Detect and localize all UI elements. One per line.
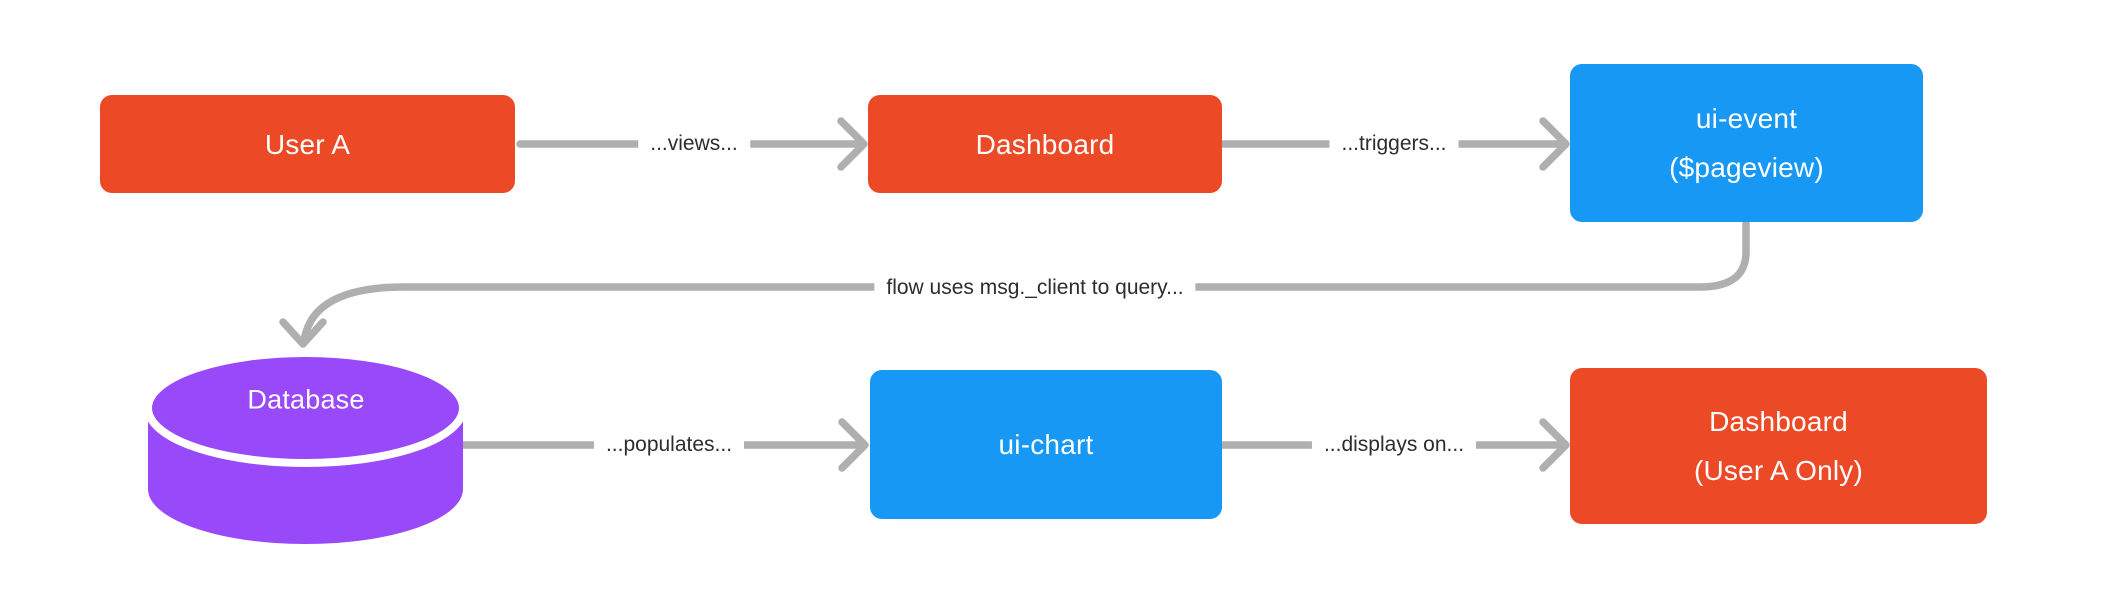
node-ui-event-label-line1: ui-event: [1695, 103, 1798, 134]
arrowhead-icon: [1539, 117, 1570, 171]
node-ui-chart: ui-chart: [870, 370, 1222, 519]
node-dashboard-user-a-label-line1: Dashboard: [1709, 406, 1848, 437]
edge-label-displays-on: ...displays on...: [1311, 431, 1477, 459]
database-cylinder-icon: [144, 349, 467, 544]
node-user-a-label: User A: [264, 128, 351, 160]
arrowhead-icon: [837, 117, 868, 171]
edge-label-views: ...views...: [638, 130, 750, 158]
edge-label-triggers: ...triggers...: [1329, 130, 1459, 158]
node-dashboard: Dashboard: [868, 95, 1222, 193]
arrowhead-icon: [1539, 418, 1570, 472]
node-ui-chart-label: ui-chart: [998, 429, 1094, 460]
node-dashboard-user-a-label-line2: (User A Only): [1693, 455, 1864, 486]
node-database-label: Database: [247, 384, 365, 415]
database-cylinder-top: [144, 349, 467, 467]
node-ui-event-label-line2: ($pageview): [1669, 152, 1824, 183]
edge-label-populates: ...populates...: [593, 431, 745, 459]
node-dashboard-label: Dashboard: [975, 128, 1115, 160]
node-dashboard-user-a: Dashboard (User A Only): [1570, 368, 1987, 524]
arrowhead-icon: [279, 318, 327, 348]
edge-label-query: flow uses msg._client to query...: [874, 274, 1196, 302]
node-user-a: User A: [100, 95, 515, 193]
node-ui-event: ui-event ($pageview): [1570, 64, 1923, 222]
arrowhead-icon: [838, 418, 869, 472]
edge-query-line: [301, 218, 1750, 340]
